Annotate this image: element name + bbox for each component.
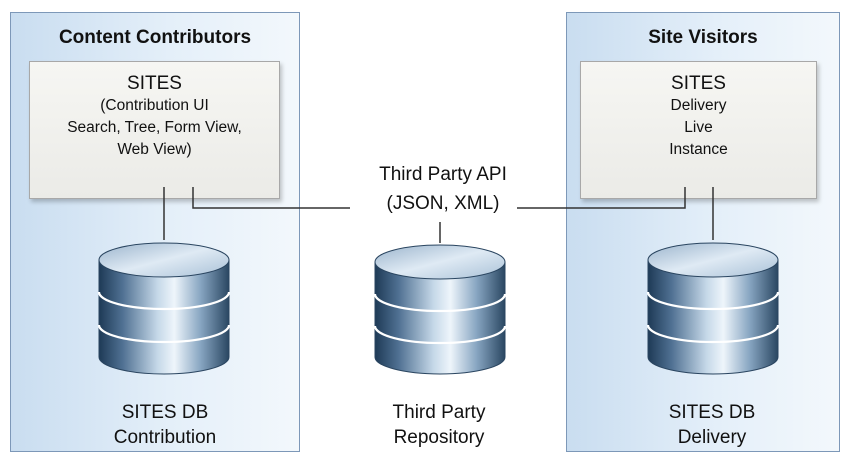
sites-box-line: Delivery — [670, 97, 727, 114]
sites-box-line: Web View) — [117, 141, 192, 158]
sites-delivery-box: SITES Delivery Live Instance — [580, 61, 817, 199]
sites-box-title: SITES — [127, 73, 182, 94]
connector-api-right — [517, 187, 686, 209]
sites-contribution-box: SITES (Contribution UI Search, Tree, For… — [29, 61, 280, 199]
api-label-line: (JSON, XML) — [380, 189, 506, 218]
sites-box-line: Instance — [669, 141, 728, 158]
sites-db-contribution-label: SITES DB Contribution — [65, 400, 265, 450]
db-label-line: SITES DB — [121, 402, 209, 423]
panel-title-contributors: Content Contributors — [58, 27, 252, 48]
sites-box-line: (Contribution UI — [100, 97, 209, 114]
connector-left-api — [192, 187, 350, 209]
sites-db-delivery-label: SITES DB Delivery — [612, 400, 812, 450]
panel-title-visitors: Site Visitors — [648, 27, 758, 48]
db-label-line: Contribution — [113, 427, 217, 448]
site-visitors-panel: Site Visitors SITES Delivery Live Instan… — [566, 12, 840, 452]
third-party-api-label: Third Party API (JSON, XML) — [343, 160, 543, 218]
database-cylinder-icon — [646, 242, 780, 375]
sites-box-line: Live — [684, 119, 713, 136]
sites-box-title: SITES — [671, 73, 726, 94]
sites-box-line: Search, Tree, Form View, — [67, 119, 242, 136]
connector-lines — [163, 187, 714, 243]
content-contributors-panel: Content Contributors SITES (Contribution… — [10, 12, 300, 452]
db-label-line: Repository — [393, 427, 485, 448]
db-label-line: Delivery — [677, 427, 747, 448]
database-cylinder-icon — [97, 242, 231, 375]
database-cylinder-icon — [373, 244, 507, 375]
third-party-repository-label: Third Party Repository — [339, 400, 539, 450]
api-label-line: Third Party API — [379, 164, 507, 185]
db-label-line: Third Party — [392, 402, 486, 423]
db-label-line: SITES DB — [668, 402, 756, 423]
